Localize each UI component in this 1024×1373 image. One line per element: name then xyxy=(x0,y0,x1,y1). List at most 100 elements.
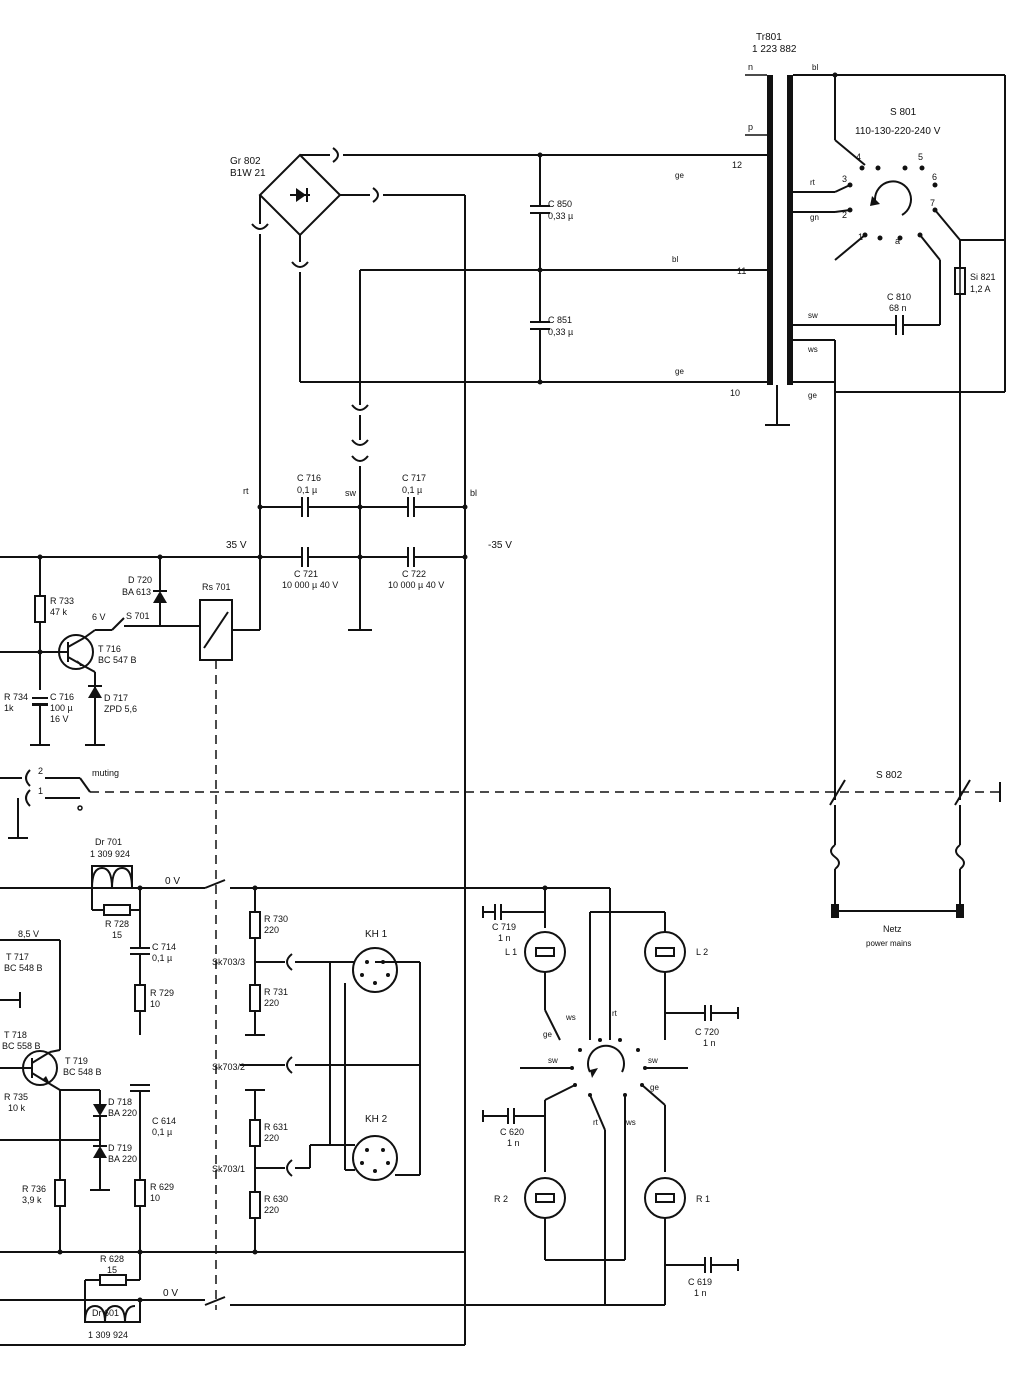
capacitor-c810: C 810 68 n xyxy=(835,260,941,335)
capacitor-c714: C 714 0,1 µ xyxy=(130,910,176,985)
muting-switch: 2 1 muting xyxy=(0,766,119,839)
r631-value: 220 xyxy=(264,1133,279,1143)
sk703-2-ref: Sk703/2 xyxy=(212,1062,245,1072)
wire-sw-1: sw xyxy=(808,311,818,320)
r736-value: 3,9 k xyxy=(22,1195,42,1205)
r628-ref: R 628 xyxy=(100,1254,124,1264)
c721-ref: C 721 xyxy=(294,569,318,579)
wire-bl-3: bl xyxy=(470,488,477,498)
diode-d717: D 717 ZPD 5,6 xyxy=(85,685,137,746)
secondary-pin-10: 10 xyxy=(730,388,740,398)
sel-wire-sw-1: sw xyxy=(548,1056,558,1065)
fuse-si821: Si 821 1,2 A xyxy=(954,240,996,780)
r728-ref: R 728 xyxy=(105,919,129,929)
wire-ge-3: ge xyxy=(808,391,817,400)
r733-value: 47 k xyxy=(50,607,68,617)
selector-pin-1: 1 xyxy=(858,232,863,242)
c614-ref: C 614 xyxy=(152,1116,176,1126)
fuse-ref: Si 821 xyxy=(970,272,996,282)
capacitor-c716: C 716 0,1 µ xyxy=(297,473,321,517)
c620-value: 1 n xyxy=(507,1138,520,1148)
r733-ref: R 733 xyxy=(50,596,74,606)
l1-label: L 1 xyxy=(505,947,517,957)
r1-label: R 1 xyxy=(696,1194,710,1204)
resistor-r631: R 631 220 xyxy=(249,1119,288,1147)
speaker-selector-switch: ws rt ge sw sw ge rt ws xyxy=(520,1009,688,1131)
c722-ref: C 722 xyxy=(402,569,426,579)
capacitor-c717: C 717 0,1 µ xyxy=(402,473,426,517)
c719-ref: C 719 xyxy=(492,922,516,932)
muting-pin2: 2 xyxy=(38,766,43,776)
bridge-ref: Gr 802 xyxy=(230,156,261,167)
capacitor-c716-electrolytic: C 716 100 µ 16 V xyxy=(30,692,74,746)
mains-sub: power mains xyxy=(866,939,911,948)
r734-value: 1k xyxy=(4,703,14,713)
kh1-ref: KH 1 xyxy=(365,929,388,940)
dr601-ref: Dr 601 xyxy=(92,1308,119,1318)
diode-d718: D 718 BA 220 xyxy=(93,1090,137,1146)
r735-ref: R 735 xyxy=(4,1092,28,1102)
bridge-rectifier-gr802: Gr 802 B1W 21 xyxy=(230,147,735,630)
kh2-ref: KH 2 xyxy=(365,1114,388,1125)
r730-ref: R 730 xyxy=(264,914,288,924)
r729-ref: R 729 xyxy=(150,988,174,998)
r729-value: 10 xyxy=(150,999,160,1009)
c619-ref: C 619 xyxy=(688,1277,712,1287)
selector-pin-3: 3 xyxy=(842,174,847,184)
transformer-core-right xyxy=(787,75,793,385)
r629-ref: R 629 xyxy=(150,1182,174,1192)
resistor-r735: R 735 10 k xyxy=(4,1092,28,1113)
c850-ref: C 850 xyxy=(548,199,572,209)
c716-value: 0,1 µ xyxy=(297,485,317,495)
c717-value: 0,1 µ xyxy=(402,485,422,495)
capacitor-c614: C 614 0,1 µ xyxy=(130,1084,176,1180)
sel-wire-rt-2: rt xyxy=(593,1118,599,1127)
wire-bl-2: bl xyxy=(812,63,818,72)
dr601-part: 1 309 924 xyxy=(88,1330,128,1340)
sel-wire-ws-1: ws xyxy=(565,1013,576,1022)
c716-ref: C 716 xyxy=(297,473,321,483)
zero-volt-label-2: 0 V xyxy=(163,1288,178,1299)
choke-dr601: R 628 15 Dr 601 1 309 924 xyxy=(0,1254,205,1340)
transistor-t716: T 716 BC 547 B xyxy=(58,629,137,673)
relay-ref: Rs 701 xyxy=(202,582,231,592)
mains-label: Netz xyxy=(883,924,902,934)
c716b-value: 100 µ xyxy=(50,703,73,713)
transformer-tr801: Tr801 1 223 882 n p 12 11 10 ge bl ge bl… xyxy=(672,32,835,426)
c851-value: 0,33 µ xyxy=(548,327,573,337)
resistor-r736: R 736 3,9 k xyxy=(22,1179,66,1252)
d719-part: BA 220 xyxy=(108,1154,137,1164)
r2-label: R 2 xyxy=(494,1194,508,1204)
c714-value: 0,1 µ xyxy=(152,953,172,963)
c716b-volt: 16 V xyxy=(50,714,69,724)
t717-part: BC 548 B xyxy=(4,963,43,973)
resistor-r729: R 729 10 xyxy=(134,984,174,1035)
switch-s701: S 701 xyxy=(95,611,160,631)
primary-pin-n: n xyxy=(748,62,753,72)
sel-wire-sw-2: sw xyxy=(648,1056,658,1065)
choke-dr701: Dr 701 1 309 924 R 728 15 xyxy=(0,837,205,940)
speaker-terminal-l1: L 1 xyxy=(505,931,566,1041)
c714-ref: C 714 xyxy=(152,942,176,952)
secondary-pin-11: 11 xyxy=(737,266,746,276)
c614-value: 0,1 µ xyxy=(152,1127,172,1137)
transistor-t717: T 717 BC 548 B xyxy=(0,952,43,1008)
d718-ref: D 718 xyxy=(108,1097,132,1107)
s802-ref: S 802 xyxy=(876,770,903,781)
sel-wire-ws-2: ws xyxy=(625,1118,636,1127)
t717-ref: T 717 xyxy=(6,952,29,962)
selector-values: 110-130-220-240 V xyxy=(855,126,941,137)
c721-value: 10 000 µ 40 V xyxy=(282,580,338,590)
resistor-r733: R 733 47 k xyxy=(34,595,74,623)
c850-value: 0,33 µ xyxy=(548,211,573,221)
resistor-r734: R 734 1k xyxy=(4,692,28,713)
primary-pin-p: p xyxy=(748,122,753,132)
selector-pin-6: 6 xyxy=(932,172,937,182)
transformer-ref: Tr801 xyxy=(756,32,782,43)
sel-wire-rt-1: rt xyxy=(612,1009,618,1018)
sk703-1-ref: Sk703/1 xyxy=(212,1164,245,1174)
jack-sk703-3: Sk703/3 xyxy=(212,953,330,971)
r736-ref: R 736 xyxy=(22,1184,46,1194)
rail-neg-label: -35 V xyxy=(488,540,512,551)
